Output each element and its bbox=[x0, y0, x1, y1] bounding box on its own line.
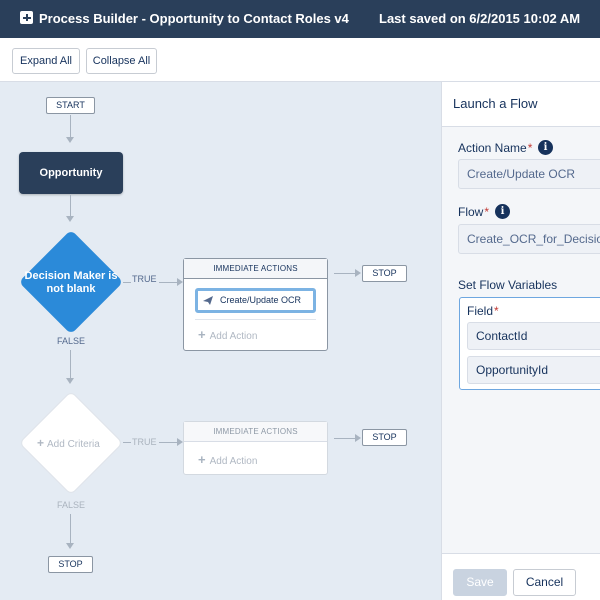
process-canvas[interactable]: START Opportunity Decision Maker is not … bbox=[0, 82, 441, 600]
false-branch-label: FALSE bbox=[57, 500, 86, 510]
process-builder-icon bbox=[20, 11, 33, 24]
immediate-actions-box: IMMEDIATE ACTIONS Create/Update OCR +Add… bbox=[183, 258, 328, 351]
connector bbox=[334, 273, 355, 274]
flow-label: Flow* bbox=[458, 205, 489, 219]
add-criteria-label: Add Criteria bbox=[47, 439, 100, 450]
cancel-button[interactable]: Cancel bbox=[513, 569, 576, 596]
connector bbox=[70, 350, 71, 378]
arrow-right-icon bbox=[177, 438, 183, 446]
add-action-label: Add Action bbox=[209, 456, 258, 467]
collapse-all-button[interactable]: Collapse All bbox=[86, 48, 157, 74]
connector bbox=[70, 195, 71, 217]
save-button[interactable]: Save bbox=[453, 569, 507, 596]
action-name-label: Action Name* bbox=[458, 141, 532, 155]
action-name-input[interactable]: Create/Update OCR bbox=[458, 159, 600, 189]
connector bbox=[123, 282, 131, 283]
required-marker: * bbox=[527, 141, 533, 155]
arrow-right-icon bbox=[177, 278, 183, 286]
required-marker: * bbox=[484, 205, 490, 219]
object-node-opportunity[interactable]: Opportunity bbox=[19, 152, 123, 194]
last-saved-status: Last saved on 6/2/2015 10:02 AM bbox=[379, 11, 581, 26]
flow-variables-table: Field* ContactId OpportunityId bbox=[459, 297, 600, 390]
title-bar: Process Builder - Opportunity to Contact… bbox=[0, 0, 600, 38]
arrow-down-icon bbox=[66, 378, 74, 384]
panel-title: Launch a Flow bbox=[453, 96, 538, 111]
panel-header: Launch a Flow bbox=[442, 82, 600, 127]
arrow-right-icon bbox=[355, 269, 361, 277]
start-node[interactable]: START bbox=[46, 97, 95, 114]
flow-lookup-input[interactable]: Create_OCR_for_Decision_Maker bbox=[458, 224, 600, 254]
action-name-label-text: Action Name bbox=[458, 141, 527, 155]
add-action-label: Add Action bbox=[209, 331, 258, 342]
true-branch-label: TRUE bbox=[132, 274, 157, 284]
connector bbox=[159, 282, 177, 283]
add-criteria-label-wrap: +Add Criteria bbox=[37, 436, 100, 450]
action-create-update-ocr[interactable]: Create/Update OCR bbox=[195, 288, 316, 313]
arrow-down-icon bbox=[66, 543, 74, 549]
variable-field-opportunityid[interactable]: OpportunityId bbox=[467, 356, 600, 384]
divider bbox=[195, 319, 316, 320]
window-title: Process Builder - Opportunity to Contact… bbox=[39, 11, 349, 26]
properties-panel: Launch a Flow Action Name* i Create/Upda… bbox=[441, 82, 600, 600]
immediate-actions-header: IMMEDIATE ACTIONS bbox=[184, 259, 327, 279]
expand-all-button[interactable]: Expand All bbox=[12, 48, 80, 74]
variable-field-contactid[interactable]: ContactId bbox=[467, 322, 600, 350]
field-header-text: Field bbox=[467, 304, 494, 318]
connector bbox=[334, 438, 355, 439]
immediate-actions-header: IMMEDIATE ACTIONS bbox=[184, 422, 327, 442]
true-branch-label: TRUE bbox=[132, 437, 157, 447]
field-column-header: Field* bbox=[467, 304, 499, 318]
info-icon[interactable]: i bbox=[538, 140, 553, 155]
action-item-label: Create/Update OCR bbox=[220, 295, 302, 305]
panel-body: Action Name* i Create/Update OCR Flow* i… bbox=[442, 127, 600, 553]
arrow-right-icon bbox=[355, 434, 361, 442]
plus-icon: + bbox=[37, 436, 45, 450]
stop-node[interactable]: STOP bbox=[362, 429, 407, 446]
final-stop-node[interactable]: STOP bbox=[48, 556, 93, 573]
plus-icon: + bbox=[198, 452, 206, 467]
immediate-actions-box-empty: IMMEDIATE ACTIONS +Add Action bbox=[183, 421, 328, 475]
add-action-button[interactable]: +Add Action bbox=[198, 452, 257, 467]
panel-footer: Save Cancel bbox=[442, 553, 600, 600]
toolbar: Expand All Collapse All bbox=[0, 38, 600, 82]
false-branch-label: FALSE bbox=[57, 336, 86, 346]
connector bbox=[70, 514, 71, 544]
connector bbox=[159, 442, 177, 443]
arrow-down-icon bbox=[66, 137, 74, 143]
flow-label-text: Flow bbox=[458, 205, 484, 219]
connector bbox=[123, 442, 131, 443]
add-action-button[interactable]: +Add Action bbox=[198, 327, 257, 342]
criteria-label: Decision Maker is not blank bbox=[24, 270, 118, 295]
connector bbox=[70, 115, 71, 137]
plus-icon: + bbox=[198, 327, 206, 342]
set-flow-variables-heading: Set Flow Variables bbox=[458, 278, 558, 292]
info-icon[interactable]: i bbox=[495, 204, 510, 219]
flow-icon bbox=[203, 296, 213, 305]
stop-node[interactable]: STOP bbox=[362, 265, 407, 282]
required-marker: * bbox=[494, 304, 499, 318]
arrow-down-icon bbox=[66, 216, 74, 222]
